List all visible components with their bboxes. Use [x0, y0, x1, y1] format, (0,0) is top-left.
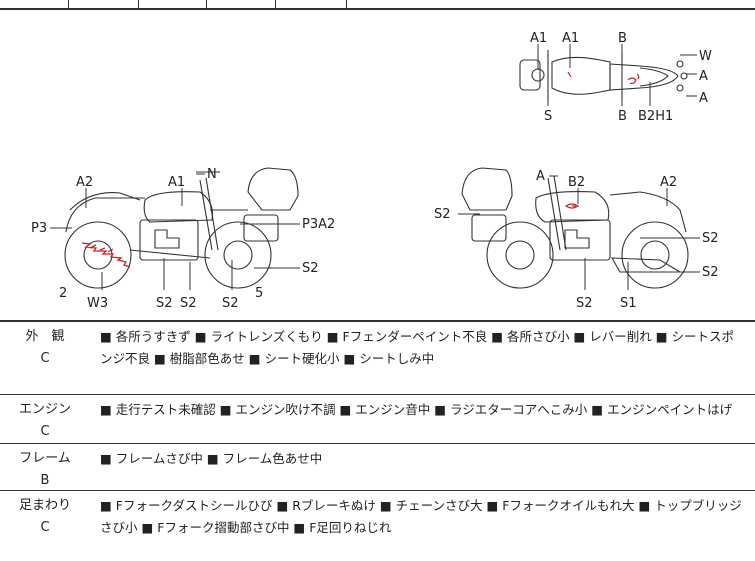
- right-label-s2-bottom: S2: [576, 296, 593, 311]
- left-label-s2-b: S2: [180, 296, 197, 311]
- left-label-s2-a: S2: [156, 296, 173, 311]
- left-label-p3: P3: [31, 221, 47, 236]
- left-label-s2-c: S2: [222, 296, 239, 311]
- top-label-a-upper: A: [699, 69, 708, 84]
- condition-items: ■ フレームさび中 ■ フレーム色あせ中: [100, 451, 323, 466]
- category-grade: B: [40, 473, 50, 488]
- top-label-a1-right: A1: [562, 31, 579, 46]
- category-grade: C: [40, 351, 50, 366]
- right-side-damage-marks: [564, 203, 580, 209]
- left-side-motorcycle: [64, 167, 299, 289]
- right-label-s2-lower: S2: [702, 265, 719, 280]
- left-label-2: 2: [59, 286, 67, 301]
- top-label-a1-left: A1: [530, 31, 547, 46]
- inspection-row-engine: エンジン C ■ 走行テスト未確認 ■ エンジン吹け不調 ■ エンジン音中 ■ …: [0, 395, 755, 444]
- top-label-b-bottom: B: [618, 109, 627, 124]
- left-side-leaders: [50, 173, 300, 290]
- left-label-5: 5: [255, 286, 263, 301]
- category-name: エンジン: [18, 402, 71, 417]
- top-label-b-top: B: [618, 31, 627, 46]
- left-label-p3a2: P3A2: [302, 217, 335, 232]
- top-label-a-lower: A: [699, 91, 708, 106]
- motorcycle-diagram-svg: A1 A1 B W A A S B B2H1: [31, 31, 719, 311]
- left-side-damage-marks: [81, 242, 131, 268]
- inspection-row-frame: フレーム B ■ フレームさび中 ■ フレーム色あせ中: [0, 444, 755, 491]
- category-name: フレーム: [19, 451, 71, 466]
- category-cell: エンジン C: [0, 395, 90, 443]
- category-name: 足まわり: [18, 498, 71, 513]
- right-label-s2-left: S2: [434, 207, 451, 222]
- left-label-n: N: [207, 167, 217, 182]
- left-label-a2: A2: [76, 175, 93, 190]
- top-label-w: W: [699, 49, 712, 64]
- category-grade: C: [40, 520, 50, 535]
- right-label-b2: B2: [568, 175, 585, 190]
- motorcycle-damage-diagram: A1 A1 B W A A S B B2H1: [0, 10, 755, 322]
- right-label-s2-upper: S2: [702, 231, 719, 246]
- previous-table-row-fragment: [0, 0, 755, 10]
- top-view-motorcycle: [519, 50, 688, 102]
- category-grade: C: [40, 424, 50, 439]
- right-side-leaders: [458, 175, 700, 290]
- left-label-a1: A1: [168, 175, 185, 190]
- inspection-row-suspension: 足まわり C ■ Fフォークダストシールひび ■ Rブレーキぬけ ■ チェーンさ…: [0, 491, 755, 561]
- category-name: 外 観: [25, 329, 65, 344]
- top-label-b2h1: B2H1: [638, 109, 673, 124]
- inspection-row-exterior: 外 観 C ■ 各所うすきず ■ ライトレンズくもり ■ Fフェンダーペイント不…: [0, 322, 755, 395]
- category-cell: 足まわり C: [0, 491, 90, 539]
- category-cell: フレーム B: [0, 444, 90, 492]
- top-view-damage-marks: [567, 71, 640, 85]
- top-view-leaders: [537, 44, 697, 106]
- right-label-a2: A2: [660, 175, 677, 190]
- right-side-motorcycle: [461, 167, 689, 289]
- condition-items: ■ 走行テスト未確認 ■ エンジン吹け不調 ■ エンジン音中 ■ ラジエターコア…: [100, 402, 733, 417]
- category-cell: 外 観 C: [0, 322, 90, 370]
- top-label-s: S: [544, 109, 552, 124]
- right-label-a: A: [536, 169, 545, 184]
- left-label-w3: W3: [87, 296, 108, 311]
- condition-items: ■ 各所うすきず ■ ライトレンズくもり ■ Fフェンダーペイント不良 ■ 各所…: [100, 329, 735, 366]
- right-label-s1: S1: [620, 296, 637, 311]
- left-label-s2-right: S2: [302, 261, 319, 276]
- condition-items: ■ Fフォークダストシールひび ■ Rブレーキぬけ ■ チェーンさび大 ■ Fフ…: [100, 498, 742, 535]
